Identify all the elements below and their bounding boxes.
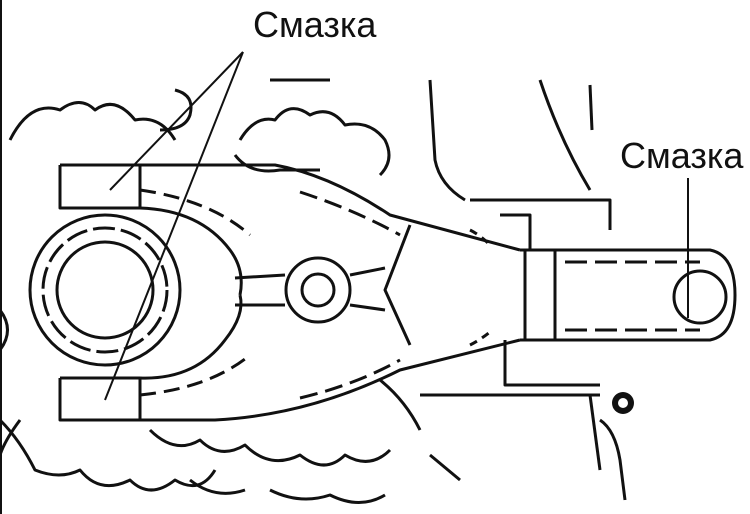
callout-label-top: Смазка [253,4,377,45]
collar-ring [28,213,182,367]
shift-fork-body [58,163,521,422]
fork-rod [520,248,737,342]
background-gear-left [0,101,217,492]
pivot-bolt [234,256,386,324]
rivet [612,392,634,414]
background-gear-bottom [148,378,422,504]
leader-line-lower-prong [104,51,244,401]
leader-lines [104,51,689,401]
leader-line-upper-prong [109,51,244,191]
rod-end-hole [672,269,728,325]
housing-right [420,79,627,501]
background-gear-top [159,78,391,177]
callout-label-right: Смазка [620,135,744,176]
